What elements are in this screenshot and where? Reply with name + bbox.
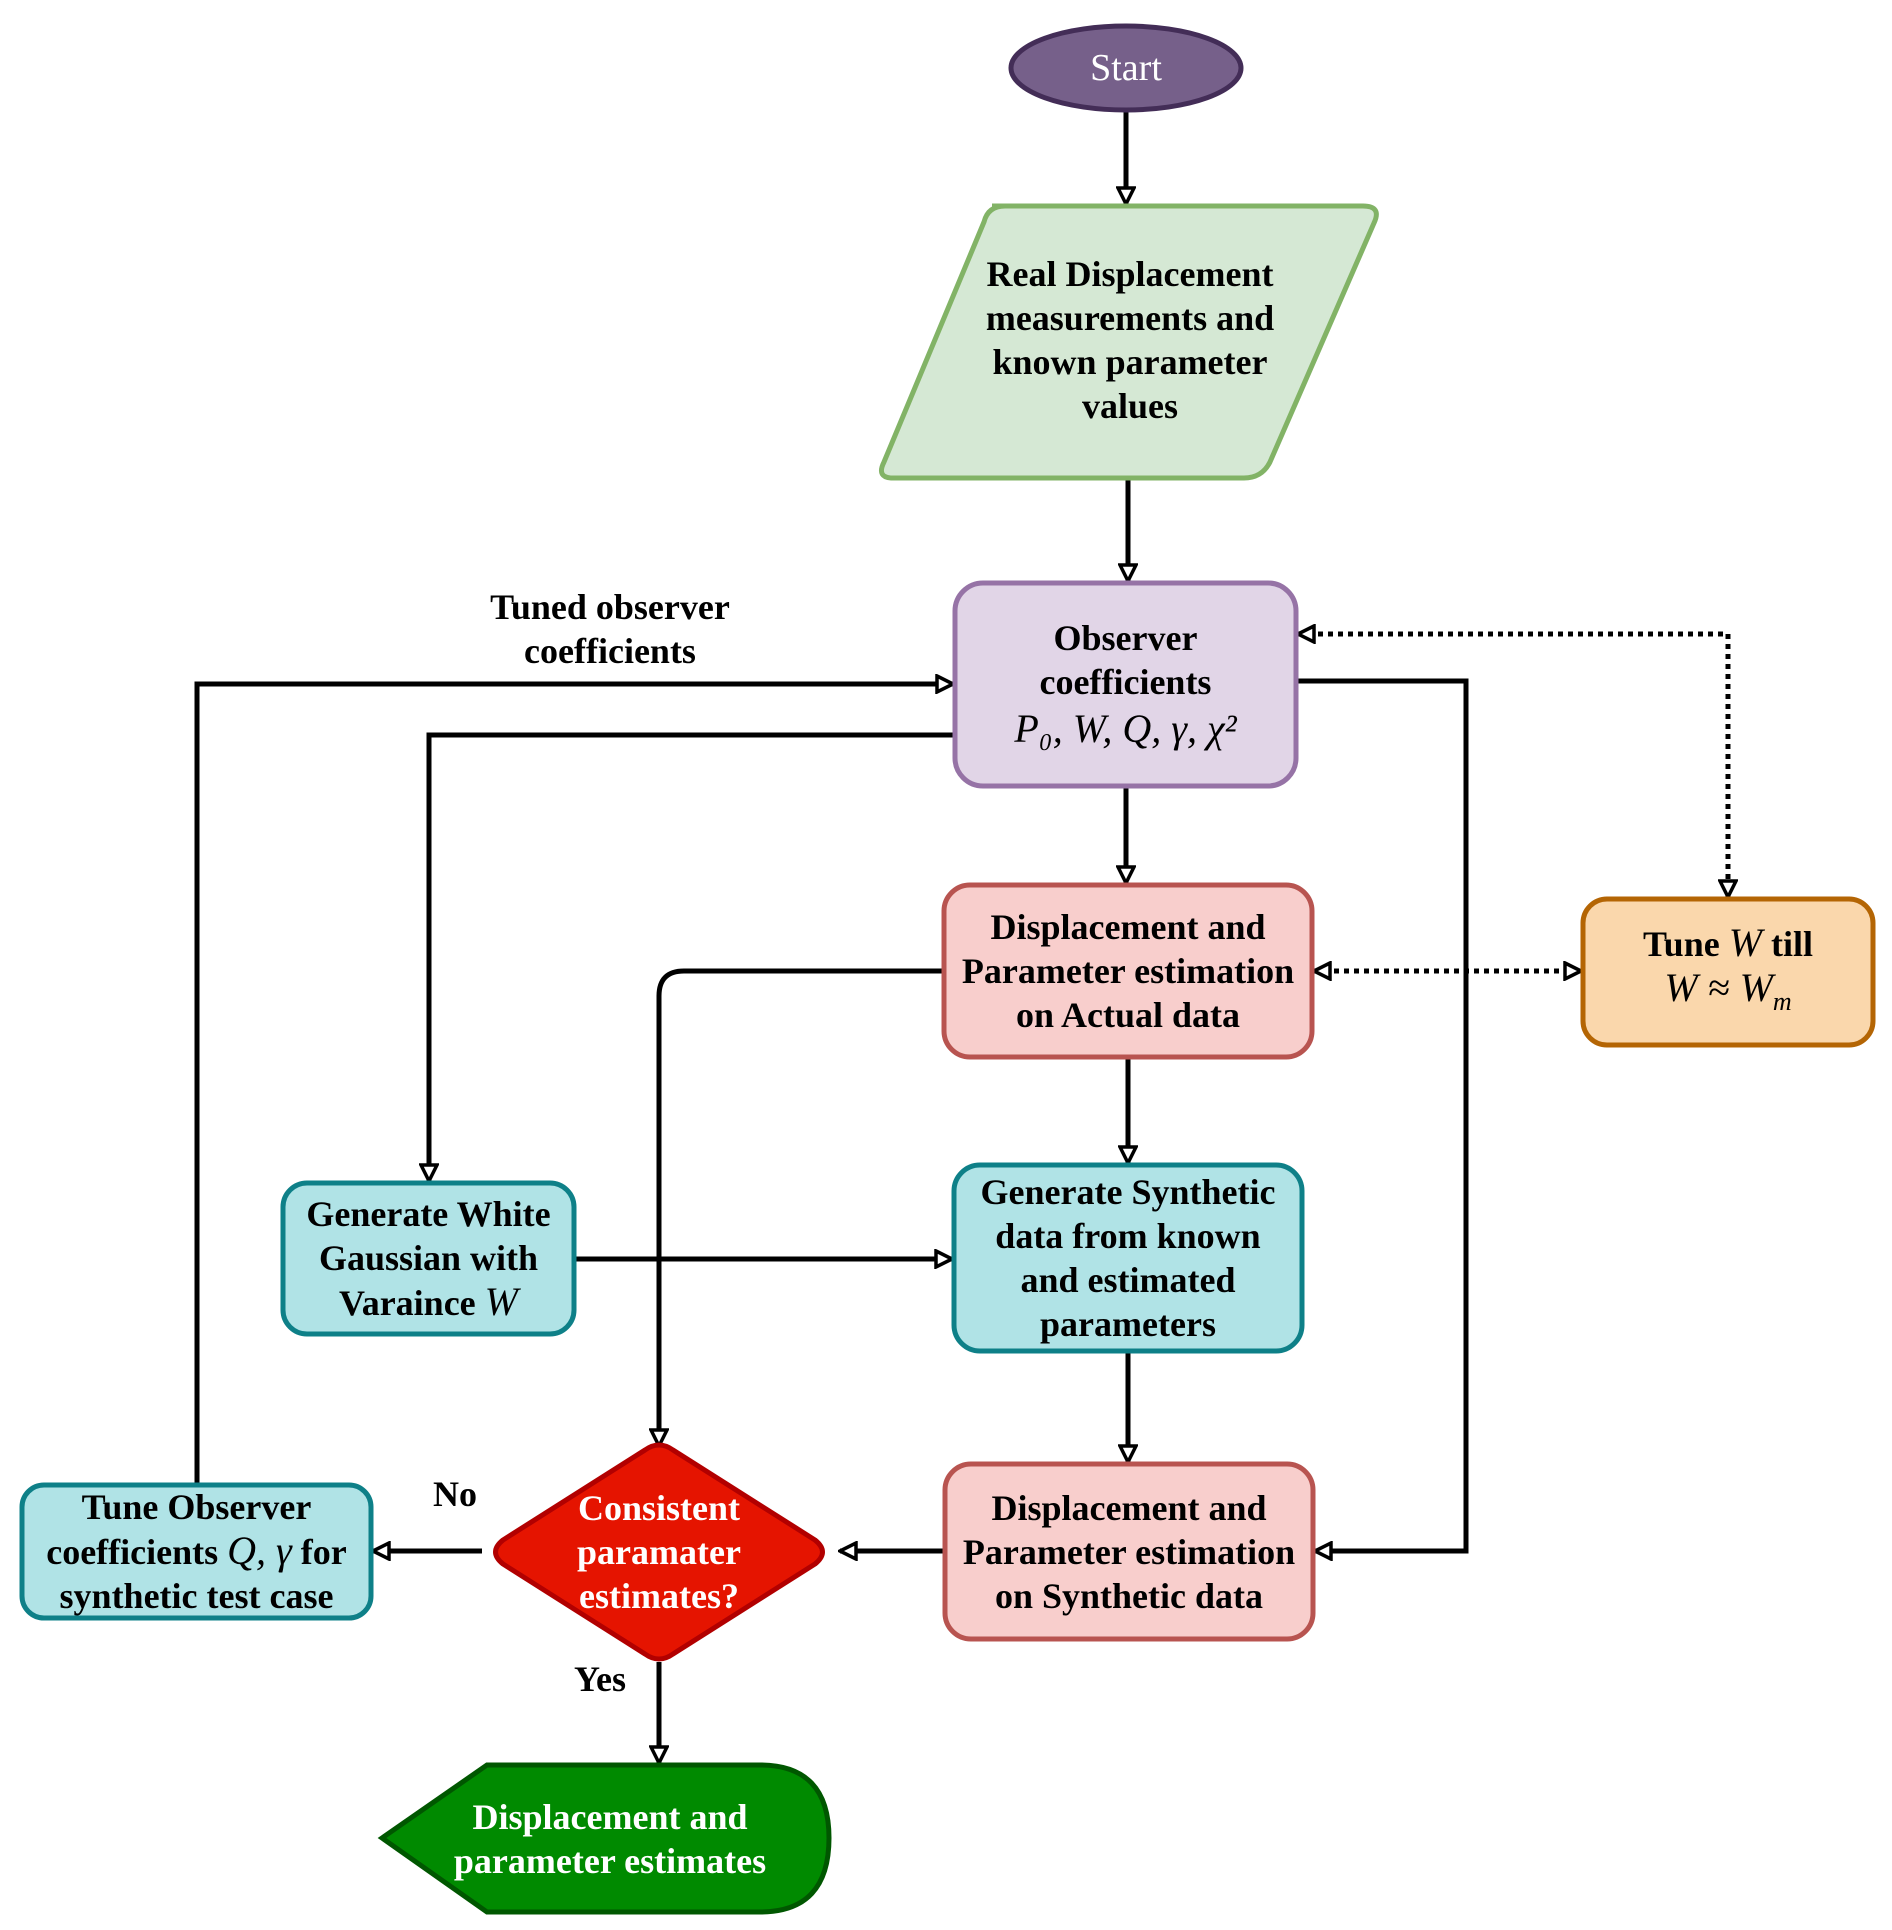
tune-w-math: W (1728, 919, 1763, 965)
generate-white-gaussian-node (280, 1180, 577, 1337)
decision-line-2: paramater (577, 1532, 741, 1572)
start-label: Start (1010, 26, 1242, 110)
estimation-actual-node (941, 882, 1315, 1060)
observer-line-1: Observer (1053, 618, 1198, 658)
decision-line-3: estimates? (579, 1576, 739, 1616)
tuned-observer-line-2: coefficients (524, 631, 696, 671)
tune-w-line-2: W ≈ Wm (1664, 964, 1792, 1024)
tune-observer-label: Tune Observer coefficients Q, γ for synt… (22, 1485, 371, 1618)
generate-synthetic-node (951, 1162, 1305, 1354)
generate-synthetic-line-2: data from known (995, 1216, 1261, 1256)
generate-synthetic-line-3: and estimated (1020, 1260, 1236, 1300)
tune-w-label: Tune W till W ≈ Wm (1583, 899, 1873, 1045)
edge-observer-to-generate-white (429, 732, 955, 1181)
start-node (1008, 23, 1244, 113)
yes-edge-label: Yes (574, 1659, 626, 1699)
input-data-node (879, 203, 1379, 481)
estimation-synthetic-line-3: on Synthetic data (994, 1575, 1264, 1616)
generate-white-math: W (484, 1279, 518, 1324)
estimation-actual-label: Displacement and Parameter estimation on… (944, 885, 1312, 1057)
tune-w-node (1580, 896, 1876, 1048)
input-line-2: measurements and (985, 298, 1275, 338)
tuned-observer-edge-label: Tuned observer coefficients (440, 585, 780, 673)
input-line-3: known parameter (992, 342, 1268, 382)
estimation-actual-line-3: on Actual data (1015, 995, 1241, 1035)
edge-dotted-observer-tune-w (1298, 634, 1728, 897)
generate-white-label: Generate White Gaussian with Varaince W (283, 1183, 574, 1334)
generate-synthetic-line-4: parameters (1040, 1304, 1216, 1344)
observer-line-2: coefficients (1039, 662, 1212, 702)
edge-observer-to-estimation-synthetic (1296, 678, 1469, 1551)
decision-line-1: Consistent (577, 1488, 741, 1528)
observer-label: Observer coefficients P₀, W, Q, γ, χ² (955, 595, 1296, 775)
tune-w-post: till (1762, 923, 1814, 964)
tune-observer-line-1: Tune Observer (81, 1487, 312, 1527)
tune-observer-line-2: coefficients Q, γ for (46, 1529, 347, 1574)
output-line-1: Displacement and (472, 1796, 748, 1837)
estimation-synthetic-label: Displacement and Parameter estimation on… (945, 1464, 1313, 1639)
tune-w-pre: Tune (1642, 923, 1729, 964)
generate-white-line-1: Generate White (306, 1194, 551, 1234)
generate-synthetic-label: Generate Synthetic data from known and e… (954, 1165, 1302, 1351)
tune-w-subscript: m (1772, 986, 1792, 1016)
input-line-4: values (1081, 386, 1178, 426)
tune-observer-post: for (291, 1532, 347, 1572)
start-text: Start (1090, 47, 1162, 89)
edge-estimation-actual-to-decision (659, 968, 944, 1446)
tuned-observer-line-1: Tuned observer (490, 587, 730, 627)
tune-observer-line-3: synthetic test case (59, 1576, 334, 1616)
input-label: Real Displacement measurements and known… (900, 240, 1360, 440)
generate-white-pre: Varaince (339, 1283, 485, 1323)
decision-label: Consistent paramater estimates? (520, 1460, 798, 1644)
tune-observer-math: Q, γ (227, 1528, 292, 1573)
estimation-actual-line-2: Parameter estimation (961, 951, 1295, 991)
generate-white-line-2: Gaussian with (318, 1238, 539, 1278)
observer-coefficients-node (952, 580, 1299, 789)
tune-observer-node (19, 1482, 374, 1621)
estimation-synthetic-line-1: Displacement and (991, 1487, 1267, 1528)
estimation-actual-line-1: Displacement and (990, 907, 1266, 947)
output-line-2: parameter estimates (453, 1840, 767, 1881)
output-node (377, 1762, 832, 1915)
tune-w-line-1: Tune W till (1642, 919, 1814, 966)
input-line-1: Real Displacement (986, 254, 1274, 294)
no-edge-label: No (433, 1474, 477, 1514)
decision-node (493, 1442, 825, 1662)
edge-tune-observer-to-observer (194, 684, 953, 1484)
output-label: Displacement and parameter estimates (420, 1765, 800, 1912)
tune-w-approx: W ≈ W (1664, 964, 1773, 1010)
tune-observer-pre: coefficients (46, 1532, 228, 1572)
generate-synthetic-line-1: Generate Synthetic (980, 1172, 1276, 1212)
estimation-synthetic-node (942, 1461, 1316, 1642)
estimation-synthetic-line-2: Parameter estimation (962, 1531, 1296, 1572)
observer-math: P₀, W, Q, γ, χ² (1014, 706, 1237, 751)
generate-white-line-3: Varaince W (339, 1280, 518, 1325)
